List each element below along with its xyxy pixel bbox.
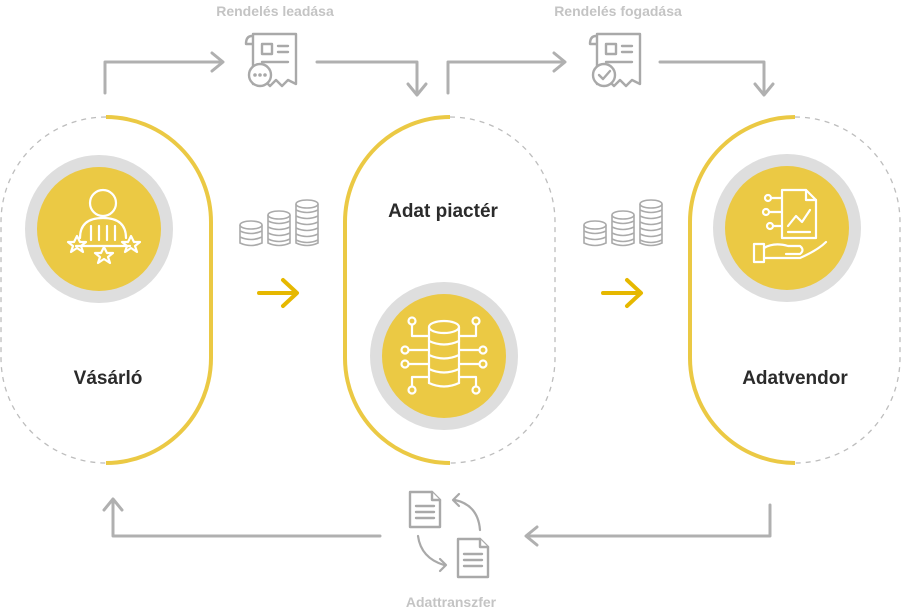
file-exchange-icon	[408, 490, 490, 579]
data-transfer-path-left	[111, 498, 382, 538]
vendor-yellow-circle	[725, 166, 849, 290]
data-transfer-connector: Adattranszfer	[102, 490, 772, 609]
coins-icon	[583, 199, 663, 247]
arrow-right-icon	[257, 278, 299, 308]
order-document-icon	[244, 32, 298, 88]
order-placement-label: Rendelés leadása	[216, 3, 334, 19]
vendor-node: Adatvendor	[688, 115, 901, 465]
buyer-dashed-outline	[0, 116, 107, 464]
coins-icon	[239, 199, 319, 247]
order-placement-connector: Rendelés leadása	[103, 3, 428, 97]
arrow-right-icon	[601, 278, 643, 308]
order-acceptance-connector: Rendelés fogadása	[446, 3, 775, 97]
customer-rating-icon	[66, 188, 142, 265]
arrow-down-head	[753, 82, 775, 97]
buyer-node: Vásárló	[0, 115, 213, 465]
data-transfer-label: Adattranszfer	[406, 594, 497, 609]
marketplace-node: Adat piactér	[343, 115, 556, 465]
marketplace-yellow-outline	[343, 115, 451, 465]
data-report-hand-icon	[752, 188, 828, 264]
buyer-label: Vásárló	[74, 368, 143, 389]
arrow-left-head	[524, 525, 539, 547]
order-acceptance-path-left	[446, 60, 566, 95]
order-placement-path-right	[315, 60, 419, 96]
arrow-right-head	[552, 51, 567, 73]
marketplace-dashed-outline	[449, 116, 556, 464]
database-network-icon	[400, 316, 488, 395]
arrow-down-head	[406, 82, 428, 97]
marketplace-yellow-circle	[382, 294, 506, 418]
arrow-right-head	[210, 51, 225, 73]
arrow-up-head	[102, 497, 124, 512]
vendor-label: Adatvendor	[742, 368, 848, 389]
vendor-yellow-outline	[688, 115, 796, 465]
data-transfer-path-right	[525, 503, 772, 538]
accepted-document-icon	[588, 32, 642, 88]
vendor-dashed-outline	[794, 116, 901, 464]
order-acceptance-path-right	[658, 60, 766, 96]
order-acceptance-label: Rendelés fogadása	[554, 3, 682, 19]
marketplace-label: Adat piactér	[388, 201, 498, 222]
buyer-yellow-outline	[105, 115, 213, 465]
order-placement-path-left	[103, 60, 224, 95]
